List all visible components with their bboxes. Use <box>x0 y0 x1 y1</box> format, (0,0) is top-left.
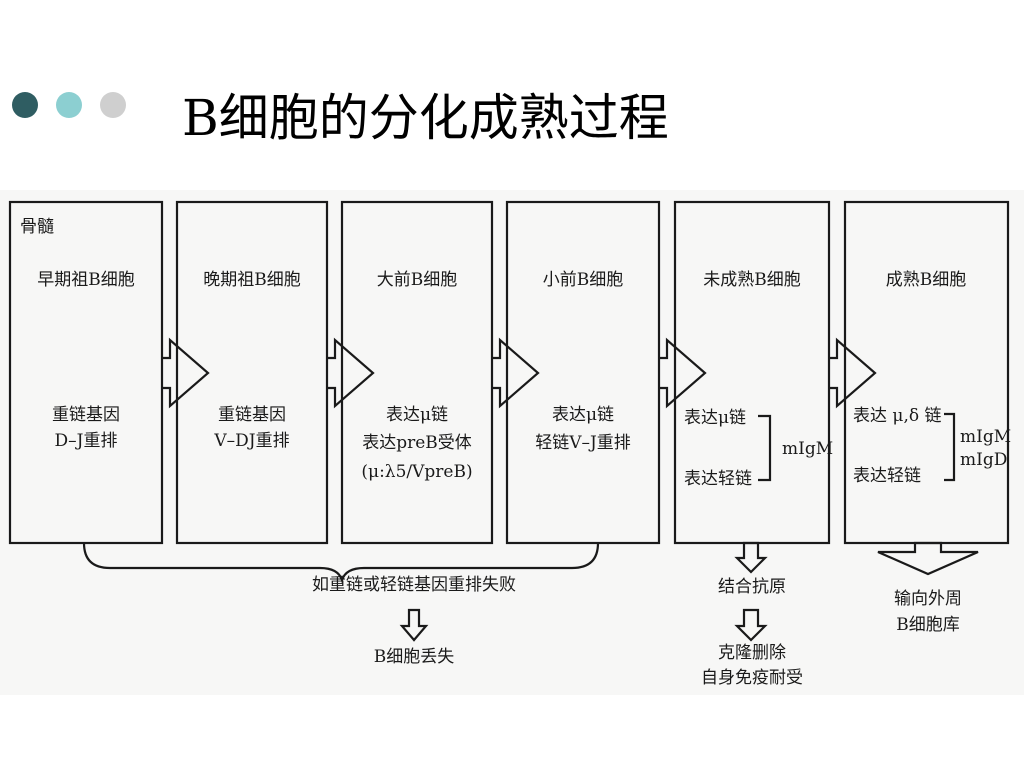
diagram-canvas: 骨髓 早期祖B细胞 晚期祖B细胞 大前B细胞 小前B细胞 未成熟B细胞 成熟B细… <box>8 200 1011 688</box>
stage-3-line-2: 表达preB受体 <box>362 433 472 453</box>
stage-arrow-4 <box>659 337 707 409</box>
slide-title: B细胞的分化成熟过程 <box>182 89 669 147</box>
stage-title-3: 大前B细胞 <box>377 270 458 290</box>
stage-6-bracket-label-2: mIgD <box>960 450 1007 470</box>
stage-arrow-5 <box>829 337 877 409</box>
stage-arrow-2 <box>327 337 375 409</box>
stage-2-line-2: V–DJ重排 <box>213 431 289 451</box>
export-line-1: 输向外周 <box>894 589 962 609</box>
decor-dot-2 <box>56 92 82 118</box>
failure-label: 如重链或轻链基因重排失败 <box>312 575 516 595</box>
stage-title-5: 未成熟B细胞 <box>703 269 801 290</box>
stage-5-bracket-label: mIgM <box>782 439 833 459</box>
failure-down-arrow <box>399 608 429 642</box>
decor-dot-3 <box>100 92 126 118</box>
stage-box-4 <box>505 200 661 545</box>
stage-5-line-2: 表达轻链 <box>684 469 752 489</box>
stage-1-line-1: 重链基因 <box>52 405 120 425</box>
stage-arrow-1 <box>162 337 210 409</box>
stage-box-1 <box>8 200 164 545</box>
failure-brace <box>82 542 600 584</box>
stage-title-1: 早期祖B细胞 <box>37 270 135 290</box>
stage-5-line-1: 表达μ链 <box>684 408 746 428</box>
stage-box-3 <box>340 200 494 545</box>
bracket-immature <box>758 414 772 482</box>
stage-2-line-1: 重链基因 <box>218 405 286 425</box>
stage-title-4: 小前B细胞 <box>543 270 624 290</box>
immature-down-arrow <box>734 541 768 574</box>
stage-3-line-1: 表达μ链 <box>386 405 448 425</box>
stage-4-line-2: 轻链V–J重排 <box>535 433 631 453</box>
stage-box-5 <box>673 200 831 545</box>
export-line-2: B细胞库 <box>896 615 960 635</box>
b-cell-differentiation-diagram: 骨髓 早期祖B细胞 晚期祖B细胞 大前B细胞 小前B细胞 未成熟B细胞 成熟B细… <box>0 190 1024 695</box>
stage-1-line-2: D–J重排 <box>55 431 118 451</box>
failure-result: B细胞丢失 <box>374 647 455 667</box>
decor-dot-1 <box>12 92 38 118</box>
region-label: 骨髓 <box>20 217 54 237</box>
stage-6-bracket-label-1: mIgM <box>960 427 1011 447</box>
stage-6-line-1: 表达 μ,δ 链 <box>853 406 942 426</box>
stage-6-line-2: 表达轻链 <box>853 466 921 486</box>
stage-arrow-3 <box>492 337 540 409</box>
stage-4-line-1: 表达μ链 <box>552 405 614 425</box>
stage-title-6: 成熟B细胞 <box>886 269 967 290</box>
export-down-arrow <box>877 541 979 576</box>
stage-title-2: 晚期祖B细胞 <box>203 270 301 290</box>
stage-3-line-3: (μ:λ5/VpreB) <box>361 462 472 482</box>
bracket-mature <box>944 412 956 482</box>
antigen-result-line-1: 克隆删除 <box>718 643 786 663</box>
antigen-label: 结合抗原 <box>718 577 786 597</box>
antigen-down-arrow <box>734 608 768 642</box>
stage-box-2 <box>175 200 329 545</box>
antigen-result-line-2: 自身免疫耐受 <box>701 668 803 688</box>
stage-box-6 <box>843 200 1010 545</box>
